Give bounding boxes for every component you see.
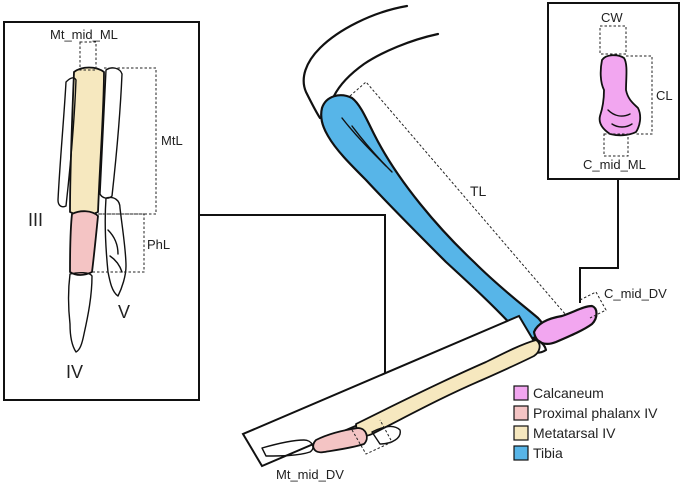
distal-phalanx-outline: [261, 439, 314, 457]
foot-digit-v-inner: [107, 229, 123, 273]
calcaneum-detail-shape: [598, 54, 642, 137]
cw-label: CW: [601, 10, 623, 25]
foot-digit-v-outline: [104, 196, 127, 297]
legend-item-calcaneum: Calcaneum: [513, 385, 604, 401]
tl-label: TL: [470, 183, 487, 199]
calcaneum-leg-shape: [532, 304, 598, 345]
mtl-label: MtL: [161, 133, 183, 148]
mt-mid-ml-label: Mt_mid_ML: [50, 27, 118, 42]
cl-dimension: [626, 55, 653, 135]
tibia-shape: [320, 94, 545, 340]
digit-iv-label: IV: [66, 362, 83, 382]
legend-swatch-proximal-phalanx: [513, 405, 529, 421]
legend-swatch-tibia: [513, 445, 529, 461]
c-mid-ml-label: C_mid_ML: [583, 157, 646, 172]
foot-digit-iv-distal-outline: [67, 271, 93, 353]
mt-mid-dv-label: Mt_mid_DV: [276, 467, 344, 482]
c-mid-dv-label: C_mid_DV: [604, 286, 667, 301]
femur-outline-inner: [332, 32, 440, 98]
proximal-phalanx-iv-shape: [312, 427, 368, 454]
c-mid-ml-dimension: [603, 133, 629, 157]
calcaneum-panel-connector: [579, 178, 619, 303]
legend-label-metatarsal: Metatarsal IV: [533, 425, 616, 441]
digit-v-label: V: [118, 302, 130, 322]
phl-dimension: [92, 213, 145, 273]
c-mid-dv-dimension: [579, 291, 607, 319]
phl-label: PhL: [147, 237, 170, 252]
legend-item-metatarsal: Metatarsal IV: [513, 425, 616, 441]
tibia-detail-line-2: [351, 125, 393, 173]
foot-panel-connector: [199, 214, 386, 379]
mt-mid-ml-dimension: [79, 41, 97, 71]
foot-metatarsal-iii-outline: [57, 77, 77, 208]
digit-iii-label: III: [28, 210, 43, 230]
legend-label-calcaneum: Calcaneum: [533, 385, 604, 401]
foot-metatarsal-v-outline: [99, 67, 123, 199]
legend-item-proximal-phalanx: Proximal phalanx IV: [513, 405, 658, 421]
foot-proximal-phalanx-iv-shape: [69, 210, 99, 276]
legend-label-proximal-phalanx: Proximal phalanx IV: [533, 405, 658, 421]
femur-outline: [302, 4, 409, 120]
cl-label: CL: [656, 88, 673, 103]
mt-mid-dv-dimension: [351, 419, 393, 455]
legend-swatch-metatarsal: [513, 425, 529, 441]
legend-label-tibia: Tibia: [533, 445, 563, 461]
legend-item-tibia: Tibia: [513, 445, 563, 461]
legend: Calcaneum Proximal phalanx IV Metatarsal…: [513, 385, 658, 461]
metatarsal-panel: [241, 314, 540, 468]
calcaneum-detail-texture: [607, 109, 633, 128]
tl-dimension-line: [349, 81, 573, 335]
legend-swatch-calcaneum: [513, 385, 529, 401]
digit-overlap-outline: [371, 425, 401, 445]
metatarsal-iv-shape: [355, 339, 541, 437]
